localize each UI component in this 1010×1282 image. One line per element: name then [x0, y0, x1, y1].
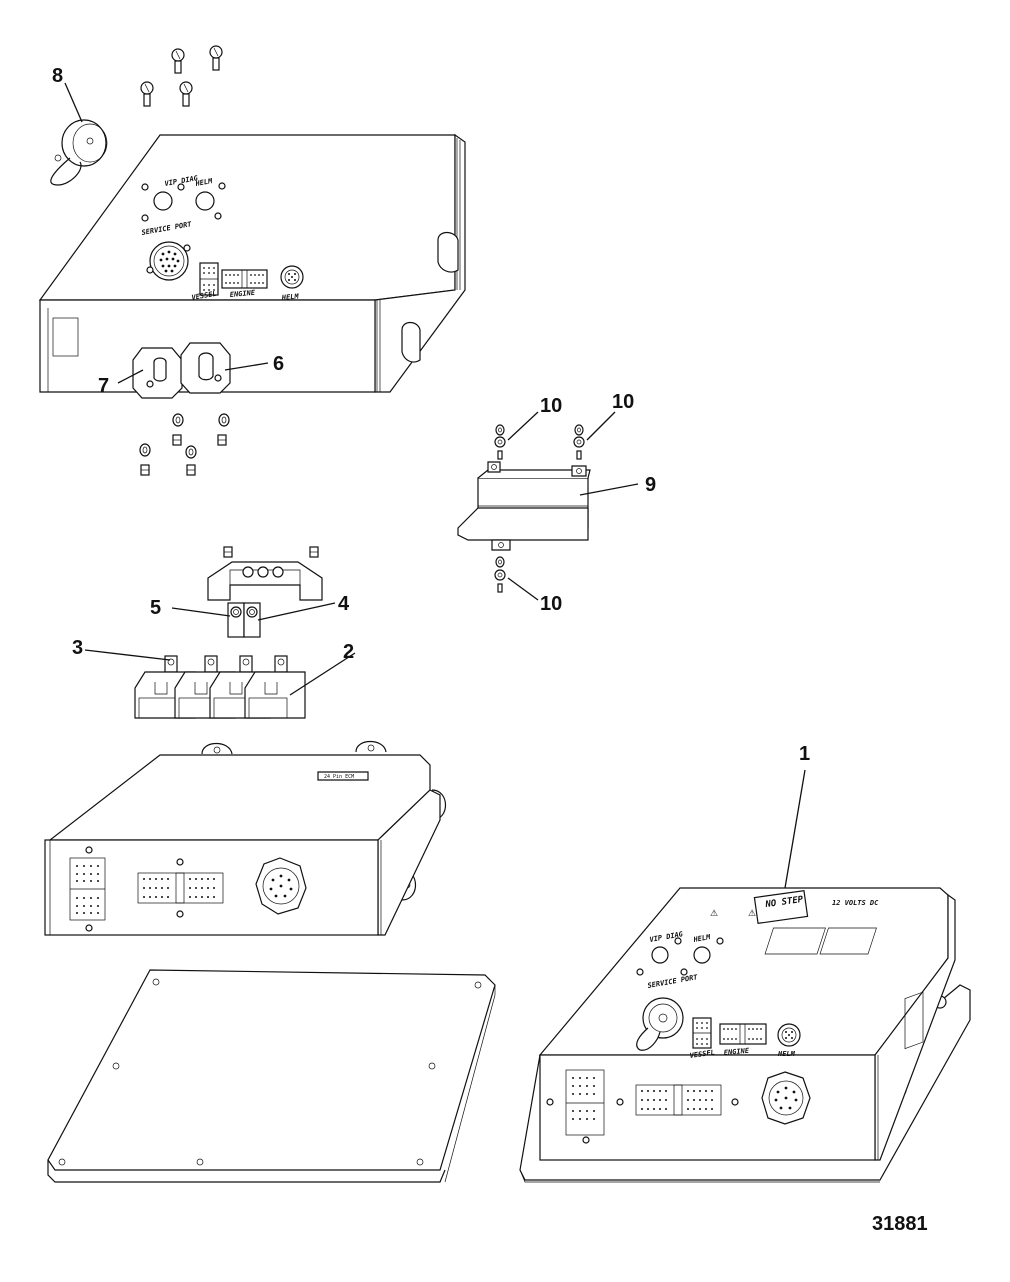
warning-icon-a: ⚠	[710, 908, 718, 918]
cover-helm-label: HELM	[194, 177, 214, 188]
cover-helm-connector	[280, 265, 304, 289]
callout-10-a: 10	[540, 395, 562, 417]
assembled-front-engine	[616, 1084, 739, 1116]
callout-1: 1	[799, 743, 810, 765]
assembled-front-vessel	[546, 1069, 605, 1144]
protective-cap	[50, 119, 108, 186]
assembled-engine-label: ENGINE	[723, 1047, 750, 1057]
callout-5: 5	[150, 597, 161, 619]
callout-numbers: 8 7 6 5 4 3 2 10 10 9 10 1 31881	[52, 65, 928, 1235]
warning-icon-b: ⚠	[748, 908, 756, 918]
electronics-base: 24 Pin ECM	[44, 740, 446, 936]
grommet-7	[132, 347, 183, 399]
cover-washers-nuts	[139, 413, 230, 476]
assembled-helm-connector	[777, 1023, 801, 1047]
cover-helm-connector-label: HELM	[280, 292, 299, 302]
fuse-4	[243, 602, 261, 638]
callout-10-c: 10	[540, 593, 562, 615]
grommet-6	[180, 342, 231, 394]
assembled-helm-connector-label: HELM	[777, 1050, 796, 1058]
base-vessel-connector	[69, 846, 106, 932]
base-ecm-label: 24 Pin ECM	[324, 774, 354, 780]
no-step-placard: NO STEP	[753, 889, 809, 925]
assembled-module: NO STEP 12 VOLTS DC ⚠ ⚠ VIP DIAG HELM SE…	[519, 887, 971, 1183]
leader-lines	[64, 82, 806, 889]
assembled-vessel-label: VESSEL	[689, 1049, 715, 1060]
callout-10-b: 10	[612, 391, 634, 413]
volts-label: 12 VOLTS DC	[832, 899, 879, 907]
cover-engine-label: ENGINE	[229, 289, 256, 299]
module-screws-10	[494, 424, 585, 593]
assembled-service-port	[636, 997, 684, 1051]
callout-2: 2	[343, 641, 354, 663]
assembled-vessel-connector	[692, 1017, 712, 1049]
figure-number: 31881	[872, 1213, 928, 1235]
relay-row	[134, 655, 306, 719]
callout-3: 3	[72, 637, 83, 659]
callout-9: 9	[645, 474, 656, 496]
bottom-plate	[47, 969, 496, 1183]
cover-screws	[140, 45, 223, 107]
assembled-engine-connector	[719, 1023, 767, 1045]
callout-7: 7	[98, 375, 109, 397]
fuse-5	[227, 602, 245, 638]
cover-engine-connector	[221, 269, 268, 289]
relay-bracket	[207, 546, 323, 601]
callout-6: 6	[273, 353, 284, 375]
assembled-front-helm	[761, 1071, 811, 1125]
cover-vessel-connector	[199, 262, 219, 296]
base-engine-connector	[137, 858, 224, 918]
assembled-helm-label: HELM	[692, 933, 712, 944]
electronics-cover: VIP DIAG HELM SERVICE PORT	[38, 133, 466, 393]
callout-8: 8	[52, 65, 63, 87]
callout-4: 4	[338, 593, 350, 615]
cover-service-port-connector	[146, 241, 191, 281]
module-9	[457, 461, 591, 551]
base-helm-connector	[255, 857, 307, 915]
relay-d	[244, 655, 306, 719]
